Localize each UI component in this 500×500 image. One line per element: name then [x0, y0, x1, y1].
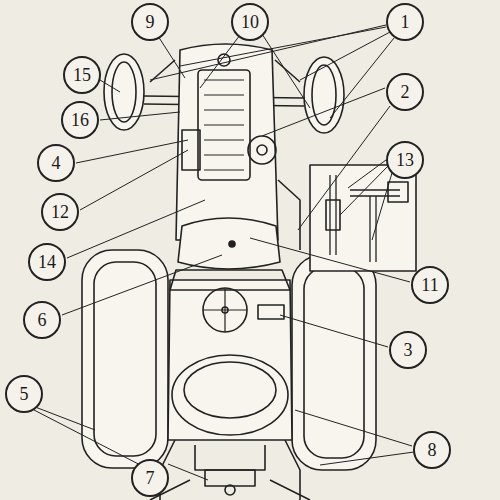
callout-circle: 3: [389, 331, 427, 369]
callout-circle: 7: [131, 459, 169, 497]
callout-number: 15: [73, 66, 91, 84]
callout-circle: 14: [28, 243, 66, 281]
callout-circle: 8: [413, 431, 451, 469]
callout-circle: 1: [386, 3, 424, 41]
callout-circle: 5: [5, 375, 43, 413]
callout-circle: 9: [131, 3, 169, 41]
callout-circle: 2: [386, 73, 424, 111]
callout-circle: 15: [63, 56, 101, 94]
callout-number: 7: [146, 469, 155, 487]
callout-circle: 4: [37, 144, 75, 182]
callout-circle: 12: [41, 193, 79, 231]
callout-number: 10: [241, 13, 259, 31]
callout-number: 8: [428, 441, 437, 459]
callout-number: 6: [38, 311, 47, 329]
callout-number: 16: [71, 111, 89, 129]
callout-number: 4: [52, 154, 61, 172]
callout-number: 3: [404, 341, 413, 359]
callout-circle: 11: [411, 266, 449, 304]
callout-number: 12: [51, 203, 69, 221]
callout-circle: 6: [23, 301, 61, 339]
callout-number: 5: [20, 385, 29, 403]
callout-number: 13: [396, 151, 414, 169]
callout-number: 14: [38, 253, 56, 271]
callout-number: 9: [146, 13, 155, 31]
callout-number: 11: [421, 276, 438, 294]
callout-circle: 13: [386, 141, 424, 179]
callout-circle: 16: [61, 101, 99, 139]
callout-number: 1: [401, 13, 410, 31]
callout-number: 2: [401, 83, 410, 101]
callout-circle: 10: [231, 3, 269, 41]
